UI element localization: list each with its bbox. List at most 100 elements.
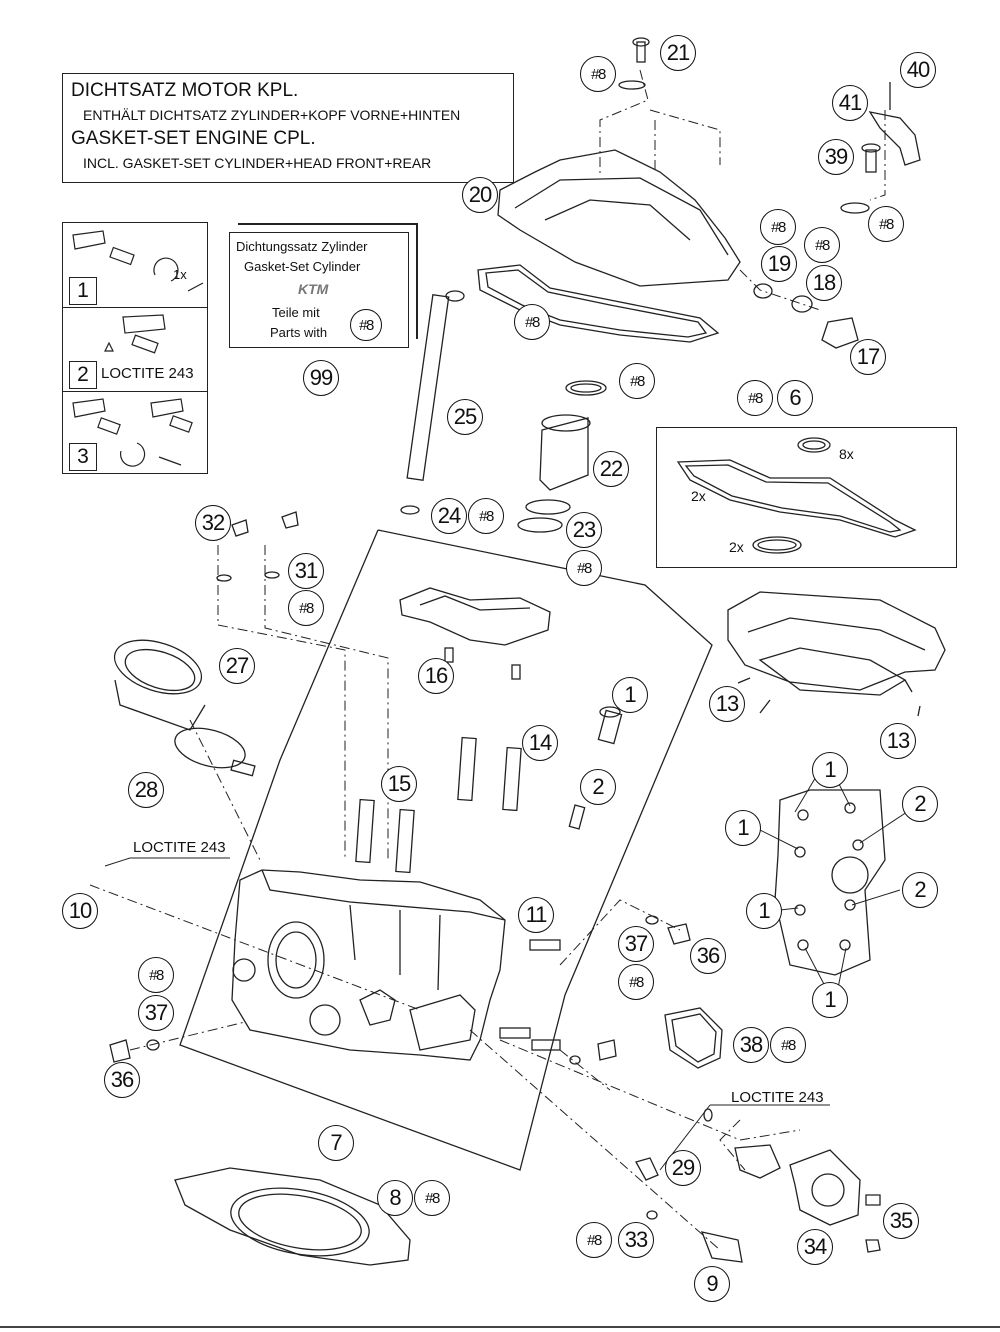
reference-line xyxy=(217,545,346,860)
callout-24: 24 xyxy=(431,498,467,534)
callout-25: 25 xyxy=(447,399,483,435)
gasket-plate-shape xyxy=(774,789,886,976)
step-2-panel: 2 LOCTITE 243 xyxy=(63,307,207,392)
callout-6: 6 xyxy=(777,380,813,416)
callout-8: #8 xyxy=(868,206,904,242)
installation-steps-box: 1 1x 2 LOCTITE 243 3 xyxy=(62,222,208,474)
sleeve-22-shape xyxy=(539,417,589,491)
cylinder-head-7-shape xyxy=(231,869,506,1061)
kit-parts-de: Teile mit xyxy=(272,305,320,320)
gasket-set-6-box: 8x 2x 2x xyxy=(656,427,957,568)
callout-11: 11 xyxy=(518,897,554,933)
reference-line xyxy=(739,269,821,311)
loctite-label-right: LOCTITE 243 xyxy=(731,1089,824,1106)
callout-37: 37 xyxy=(138,995,174,1031)
callout-36: 36 xyxy=(690,938,726,974)
callout-35: 35 xyxy=(883,1203,919,1239)
callout-8: #8 xyxy=(618,964,654,1000)
callout-7: 7 xyxy=(318,1125,354,1161)
clamp-28-shape xyxy=(174,727,246,769)
callout-39: 39 xyxy=(818,139,854,175)
callout-20: 20 xyxy=(462,177,498,213)
callout-33: 33 xyxy=(618,1222,654,1258)
cover-gasket-shape xyxy=(477,264,720,343)
reference-line xyxy=(559,899,681,966)
rocker-carrier-16-shape xyxy=(399,587,551,646)
step-2-note: LOCTITE 243 xyxy=(101,365,194,382)
callout-1: 1 xyxy=(746,893,782,929)
callout-8: #8 xyxy=(580,56,616,92)
callout-2: 2 xyxy=(902,786,938,822)
callout-8: #8 xyxy=(770,1027,806,1063)
callout-8: #8 xyxy=(514,304,550,340)
callout-2: 2 xyxy=(902,872,938,908)
callout-37: 37 xyxy=(618,926,654,962)
sensor-9-shape xyxy=(700,1231,743,1263)
callout-27: 27 xyxy=(219,648,255,684)
valve-cover-shape xyxy=(497,149,741,287)
callout-1: 1 xyxy=(812,982,848,1018)
gasket-set-engine-title-box: DICHTSATZ MOTOR KPL. ENTHÄLT DICHTSATZ Z… xyxy=(62,73,514,183)
callout-8: #8 xyxy=(760,209,796,245)
reference-line xyxy=(469,1029,721,1251)
kit-parts-en: Parts with xyxy=(270,325,328,340)
callout-28: 28 xyxy=(128,772,164,808)
callout-36: 36 xyxy=(104,1062,140,1098)
thermostat-housing-34-shape xyxy=(734,1144,781,1179)
callout-8: #8 xyxy=(576,1222,612,1258)
step-3-panel: 3 xyxy=(63,391,207,475)
reference-line xyxy=(499,1039,801,1141)
callout-9: 9 xyxy=(694,1266,730,1302)
reference-line xyxy=(649,109,721,165)
callout-23: 23 xyxy=(566,512,602,548)
callout-40: 40 xyxy=(900,52,936,88)
loctite-label-left: LOCTITE 243 xyxy=(133,839,226,856)
bearing-bridge-13-shape xyxy=(727,591,946,691)
intake-rubber-27-shape xyxy=(113,639,203,695)
callout-2: 2 xyxy=(580,769,616,805)
head-gasket-8-shape xyxy=(174,1167,411,1266)
qty-gasket: 2x xyxy=(691,488,706,504)
callout-8: #8 xyxy=(468,498,504,534)
callout-38: 38 xyxy=(733,1027,769,1063)
reference-line xyxy=(869,110,886,201)
callout-22: 22 xyxy=(593,451,629,487)
callout-8-head-gasket: 8 xyxy=(377,1180,413,1216)
callout-8: #8 xyxy=(566,550,602,586)
step-2-bolt-illustration xyxy=(104,314,166,354)
reference-line xyxy=(89,884,421,1011)
reference-line xyxy=(189,719,261,861)
callout-13: 13 xyxy=(709,686,745,722)
step-3-number: 3 xyxy=(69,443,97,471)
callout-8: #8 xyxy=(288,590,324,626)
kit-line-en: Gasket-Set Cylinder xyxy=(244,259,361,274)
callout-8: #8 xyxy=(619,363,655,399)
title-line-en: GASKET-SET ENGINE CPL. xyxy=(71,128,316,149)
callout-10: 10 xyxy=(62,893,98,929)
callout-1: 1 xyxy=(612,677,648,713)
callout-16: 16 xyxy=(418,658,454,694)
step-1-bolt-illustration xyxy=(72,230,204,292)
callout-8: #8 xyxy=(138,957,174,993)
title-line-de: DICHTSATZ MOTOR KPL. xyxy=(71,80,299,101)
callout-13: 13 xyxy=(880,723,916,759)
qty-washer: 8x xyxy=(839,446,854,462)
callout-32: 32 xyxy=(195,505,231,541)
reference-line xyxy=(559,1049,611,1091)
assembly-frame xyxy=(179,529,713,1171)
callout-8: #8 xyxy=(737,380,773,416)
step-3-bolt-illustration xyxy=(72,398,193,467)
callout-21: 21 xyxy=(660,35,696,71)
ktm-logo: KTM xyxy=(298,281,329,297)
callout-8: #8 xyxy=(414,1180,450,1216)
subtitle-line-en: INCL. GASKET-SET CYLINDER+HEAD FRONT+REA… xyxy=(83,155,432,171)
callout-34: 34 xyxy=(797,1229,833,1265)
page-bottom-rule xyxy=(0,1326,1000,1328)
callout-99: 99 xyxy=(303,360,339,396)
callout-29: 29 xyxy=(665,1150,701,1186)
callout-1: 1 xyxy=(812,752,848,788)
callout-1: 1 xyxy=(725,810,761,846)
fitting-17-shape xyxy=(821,317,859,349)
callout-17: 17 xyxy=(850,339,886,375)
